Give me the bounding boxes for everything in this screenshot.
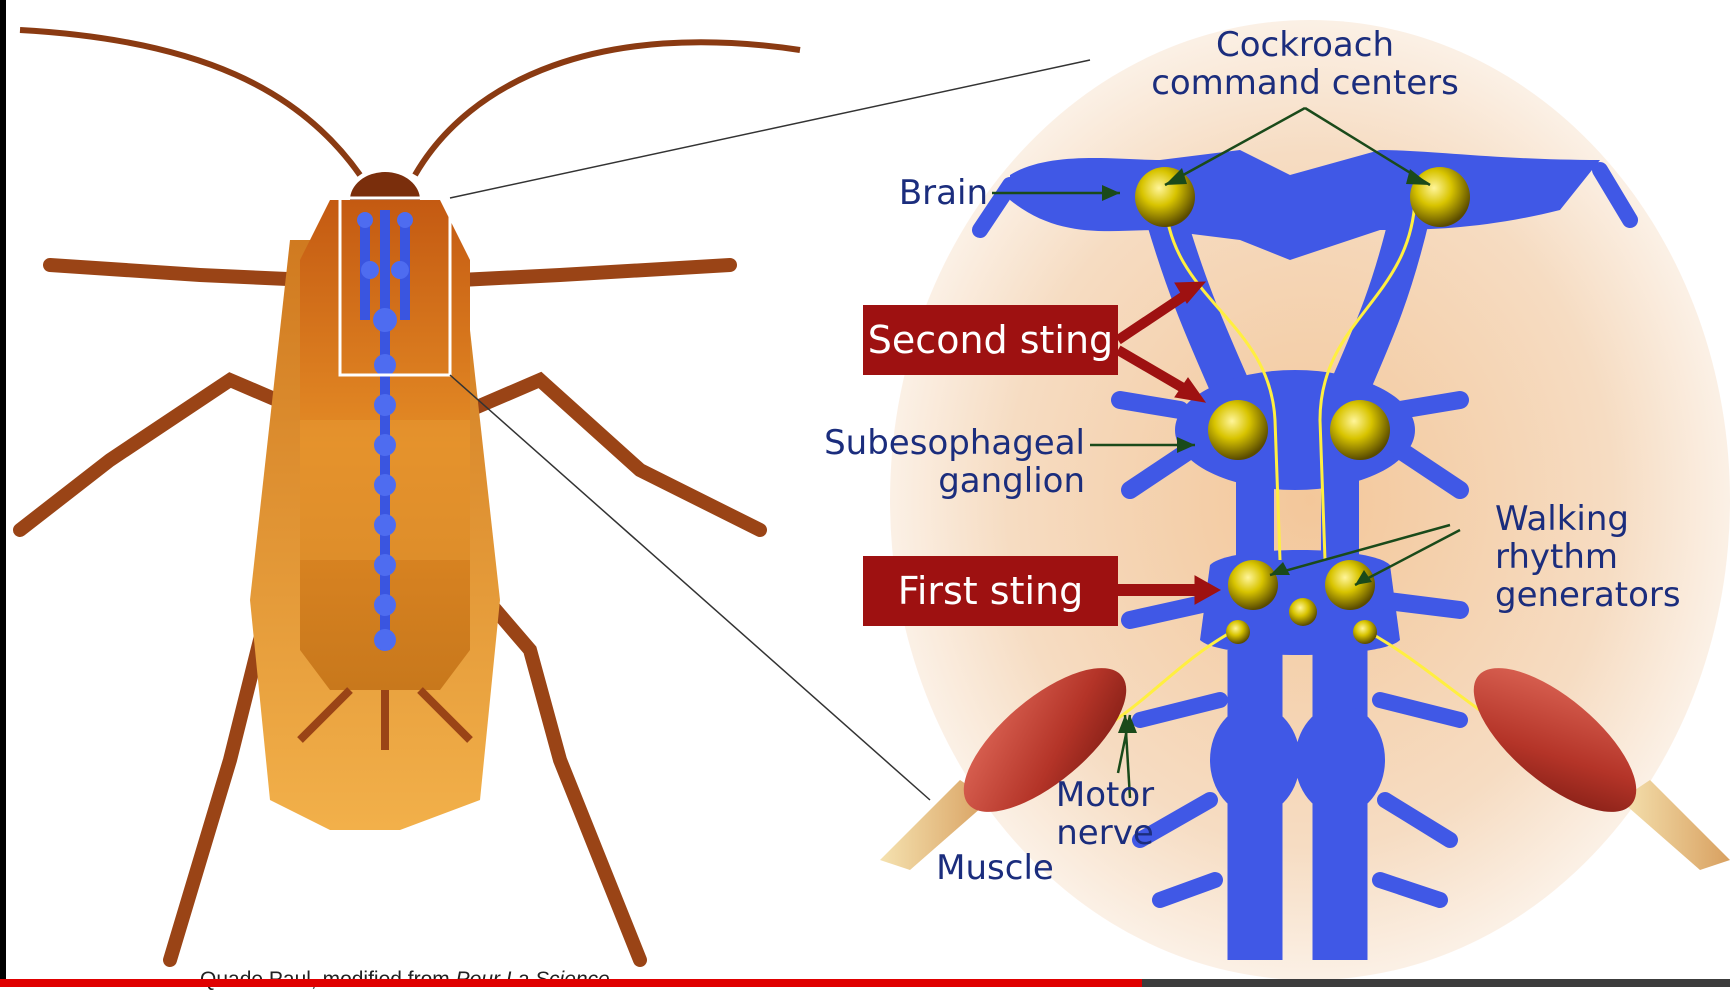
first-sting-label: First sting	[863, 556, 1118, 626]
subesophageal-line-1: Subesophageal	[800, 424, 1085, 462]
brain-label: Brain	[860, 174, 988, 212]
second-sting-label: Second sting	[863, 305, 1118, 375]
motor-nerve-line-2: nerve	[1040, 814, 1170, 852]
subesophageal-ganglion-label: Subesophageal ganglion	[800, 424, 1085, 500]
walking-line-2: rhythm	[1495, 538, 1715, 576]
walking-line-1: Walking	[1495, 500, 1715, 538]
command-centers-line-1: Cockroach	[1130, 26, 1480, 64]
video-progress-bar[interactable]	[0, 979, 1730, 987]
walking-rhythm-generators-label: Walking rhythm generators	[1495, 500, 1715, 614]
subesophageal-line-2: ganglion	[800, 462, 1085, 500]
cockroach-illustration	[20, 30, 800, 960]
motor-nerve-line-1: Motor	[1040, 776, 1170, 814]
video-progress-played	[0, 979, 1142, 987]
command-centers-line-2: command centers	[1130, 64, 1480, 102]
walking-line-3: generators	[1495, 576, 1715, 614]
muscle-label: Muscle	[925, 849, 1065, 887]
command-centers-label: Cockroach command centers	[1130, 26, 1480, 102]
left-edge	[0, 0, 6, 987]
motor-nerve-label: Motor nerve	[1040, 776, 1170, 852]
